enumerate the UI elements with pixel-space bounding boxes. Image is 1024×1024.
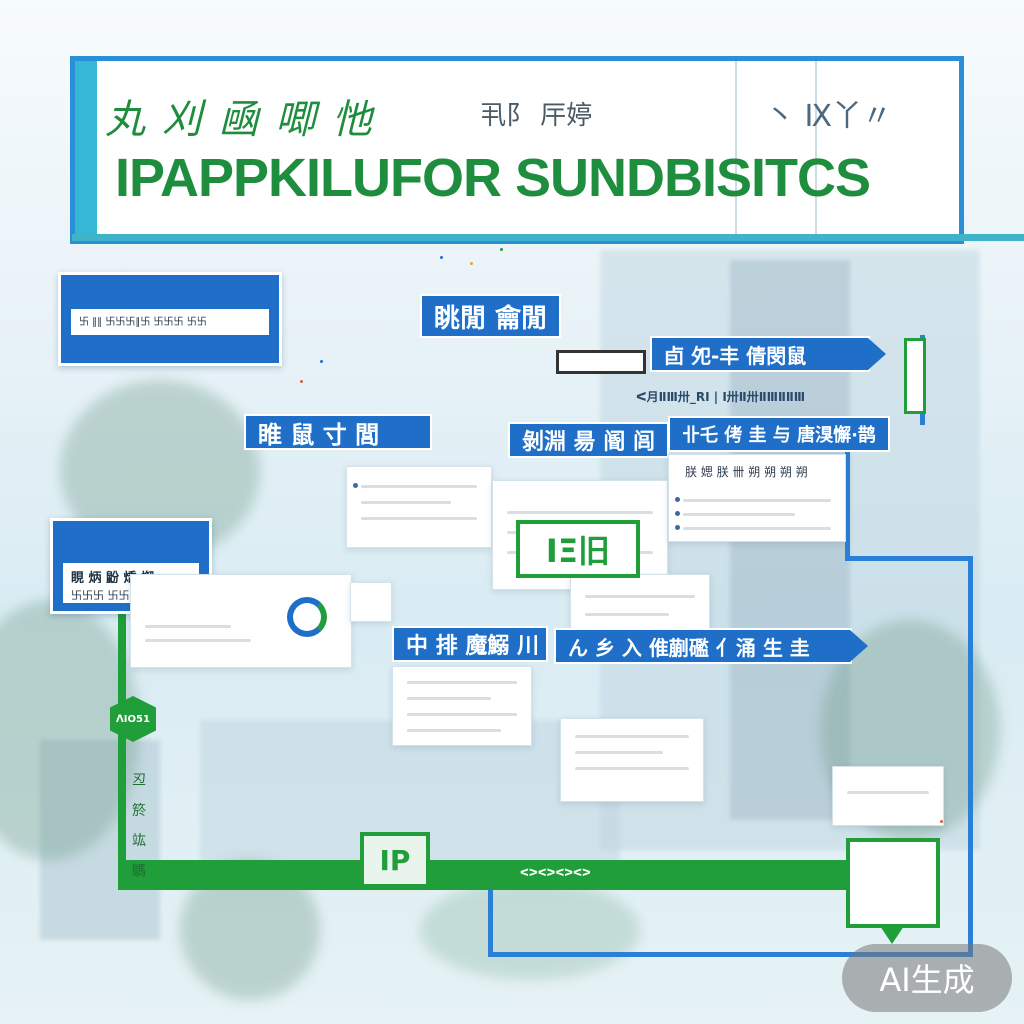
location-pin[interactable]: ᐱIO51 xyxy=(110,696,156,742)
sparkle xyxy=(470,262,473,265)
right-card-title: 朕 媤 朕 卌 朔 朔 朔 朔 xyxy=(685,465,808,479)
sparkle xyxy=(500,248,503,251)
vertical-side-text: 丒 箊 竑 鷌 xyxy=(130,772,146,884)
tag-lower-arrow[interactable]: ん 乡 入 倠蒯礛 亻涌 生 圭 xyxy=(554,628,868,664)
tag-mid-left-label: 睢 鼠 寸 閭 xyxy=(258,420,380,449)
bottom-green-badge[interactable]: IP xyxy=(360,832,430,888)
banner-divider xyxy=(735,61,737,239)
top-left-card[interactable]: 卐 ∥∥ 卐卐卐∥卐 卐卐卐 卐卐 xyxy=(58,272,282,366)
flow-line-right-h xyxy=(845,556,973,561)
sparkle xyxy=(940,820,943,823)
flow-line-bottom xyxy=(118,860,898,890)
banner-underline xyxy=(72,234,1024,241)
tag-mid-left[interactable]: 睢 鼠 寸 閭 xyxy=(244,414,432,450)
flow-line-right-v xyxy=(968,556,973,956)
sparkle xyxy=(300,380,303,383)
tag-mid-right[interactable]: 卝乇 侤 圭 与 唐湨懈·鹊 xyxy=(668,416,890,452)
banner-divider xyxy=(815,61,817,239)
flow-line-right xyxy=(845,440,850,560)
right-caption: ᐸ月ⅡⅢ卅_RⅠ | Ⅰ卅Ⅱ卅ⅡⅢⅡⅡⅢ xyxy=(636,390,806,404)
sparkle xyxy=(440,256,443,259)
ai-generated-watermark: AI生成 xyxy=(842,944,1012,1012)
top-left-card-text: 卐 ∥∥ 卐卐卐∥卐 卐卐卐 卐卐 xyxy=(71,309,269,335)
small-card xyxy=(350,582,392,622)
center-green-badge[interactable]: IΞ旧 xyxy=(516,520,640,578)
header-banner: 丸 刈 凾 唧 忚 丮阝 厈婷 丶 Ⅸ丫〃 IPAPPKILUFOR SUNDB… xyxy=(70,56,964,244)
left-chart-card[interactable] xyxy=(130,574,352,668)
flow-line-bottom-blue xyxy=(488,952,973,957)
side-indicator xyxy=(904,338,926,414)
sparkle xyxy=(320,360,323,363)
banner-subtitle-mid: 丮阝 厈婷 xyxy=(480,101,593,131)
tag-right-arrow[interactable]: 卣 夗-丰 倩閔鼠 xyxy=(650,336,886,372)
banner-title: IPAPPKILUFOR SUNDBISITCS xyxy=(115,148,871,208)
info-card[interactable] xyxy=(392,666,532,746)
tag-mid-center[interactable]: 剝淵 昜 阍 闾 xyxy=(508,422,669,458)
info-card[interactable] xyxy=(832,766,944,826)
donut-chart-icon xyxy=(287,597,327,637)
flow-line-left xyxy=(118,600,126,890)
timeline-caption: ᐸᐳᐸᐳᐸᐳᐸᐳ xyxy=(520,868,591,879)
right-info-card[interactable]: 朕 媤 朕 卌 朔 朔 朔 朔 xyxy=(668,454,846,542)
info-card[interactable] xyxy=(346,466,492,548)
banner-edge xyxy=(75,61,97,239)
connector-box xyxy=(556,350,646,374)
banner-subtitle-right: 丶 Ⅸ丫〃 xyxy=(765,99,893,134)
banner-subtitle-left: 丸 刈 凾 唧 忚 xyxy=(105,97,374,143)
flow-line-bottom-blue-v xyxy=(488,890,493,956)
tag-top-center[interactable]: 眺閒 龠閒 xyxy=(420,294,562,338)
end-pointer-icon xyxy=(880,926,904,944)
tag-lower-left[interactable]: 中 排 魔鰯 川 xyxy=(392,626,548,662)
end-green-box[interactable] xyxy=(846,838,940,928)
info-card[interactable] xyxy=(560,718,704,802)
